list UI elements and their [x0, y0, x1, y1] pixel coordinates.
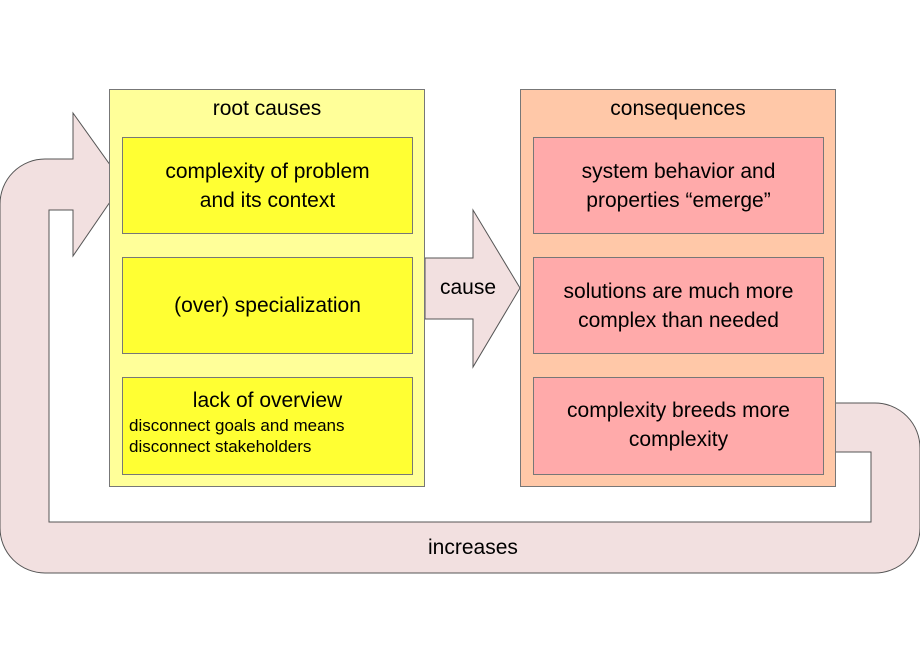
consequence-complex-line-1: solutions are much more — [563, 279, 794, 303]
consequence-emerge-line-2: properties “emerge” — [586, 188, 771, 212]
root-cause-specialization-line-1: (over) specialization — [174, 294, 361, 317]
consequences-title: consequences — [610, 97, 746, 120]
root-cause-complexity-line-2: and its context — [199, 188, 336, 212]
consequence-complex-solutions: solutions are much more complex than nee… — [533, 257, 824, 354]
root-cause-complexity-line-1: complexity of problem — [165, 159, 370, 183]
cause-arrow — [424, 208, 521, 369]
consequence-breeds-complexity: complexity breeds more complexity — [533, 377, 824, 475]
increases-label: increases — [428, 536, 518, 559]
consequence-emerge-line-1: system behavior and — [581, 159, 776, 183]
root-causes-title: root causes — [212, 97, 322, 120]
consequence-breeds-line-2: complexity — [628, 428, 729, 451]
consequence-breeds-line-1: complexity breeds more — [567, 399, 790, 422]
root-cause-lack-of-overview: lack of overview disconnect goals and me… — [122, 377, 413, 475]
root-cause-complexity: complexity of problem and its context — [122, 137, 413, 234]
root-cause-specialization: (over) specialization — [122, 257, 413, 354]
consequence-complex-line-2: complex than needed — [578, 308, 779, 332]
root-cause-overview-line-1: lack of overview — [192, 389, 343, 412]
root-cause-overview-sub-1: disconnect goals and means — [129, 416, 345, 435]
consequence-emerge: system behavior and properties “emerge” — [533, 137, 824, 234]
cause-label: cause — [440, 276, 497, 299]
root-cause-overview-sub-2: disconnect stakeholders — [129, 437, 312, 456]
feedback-loop-arrow — [0, 111, 920, 574]
